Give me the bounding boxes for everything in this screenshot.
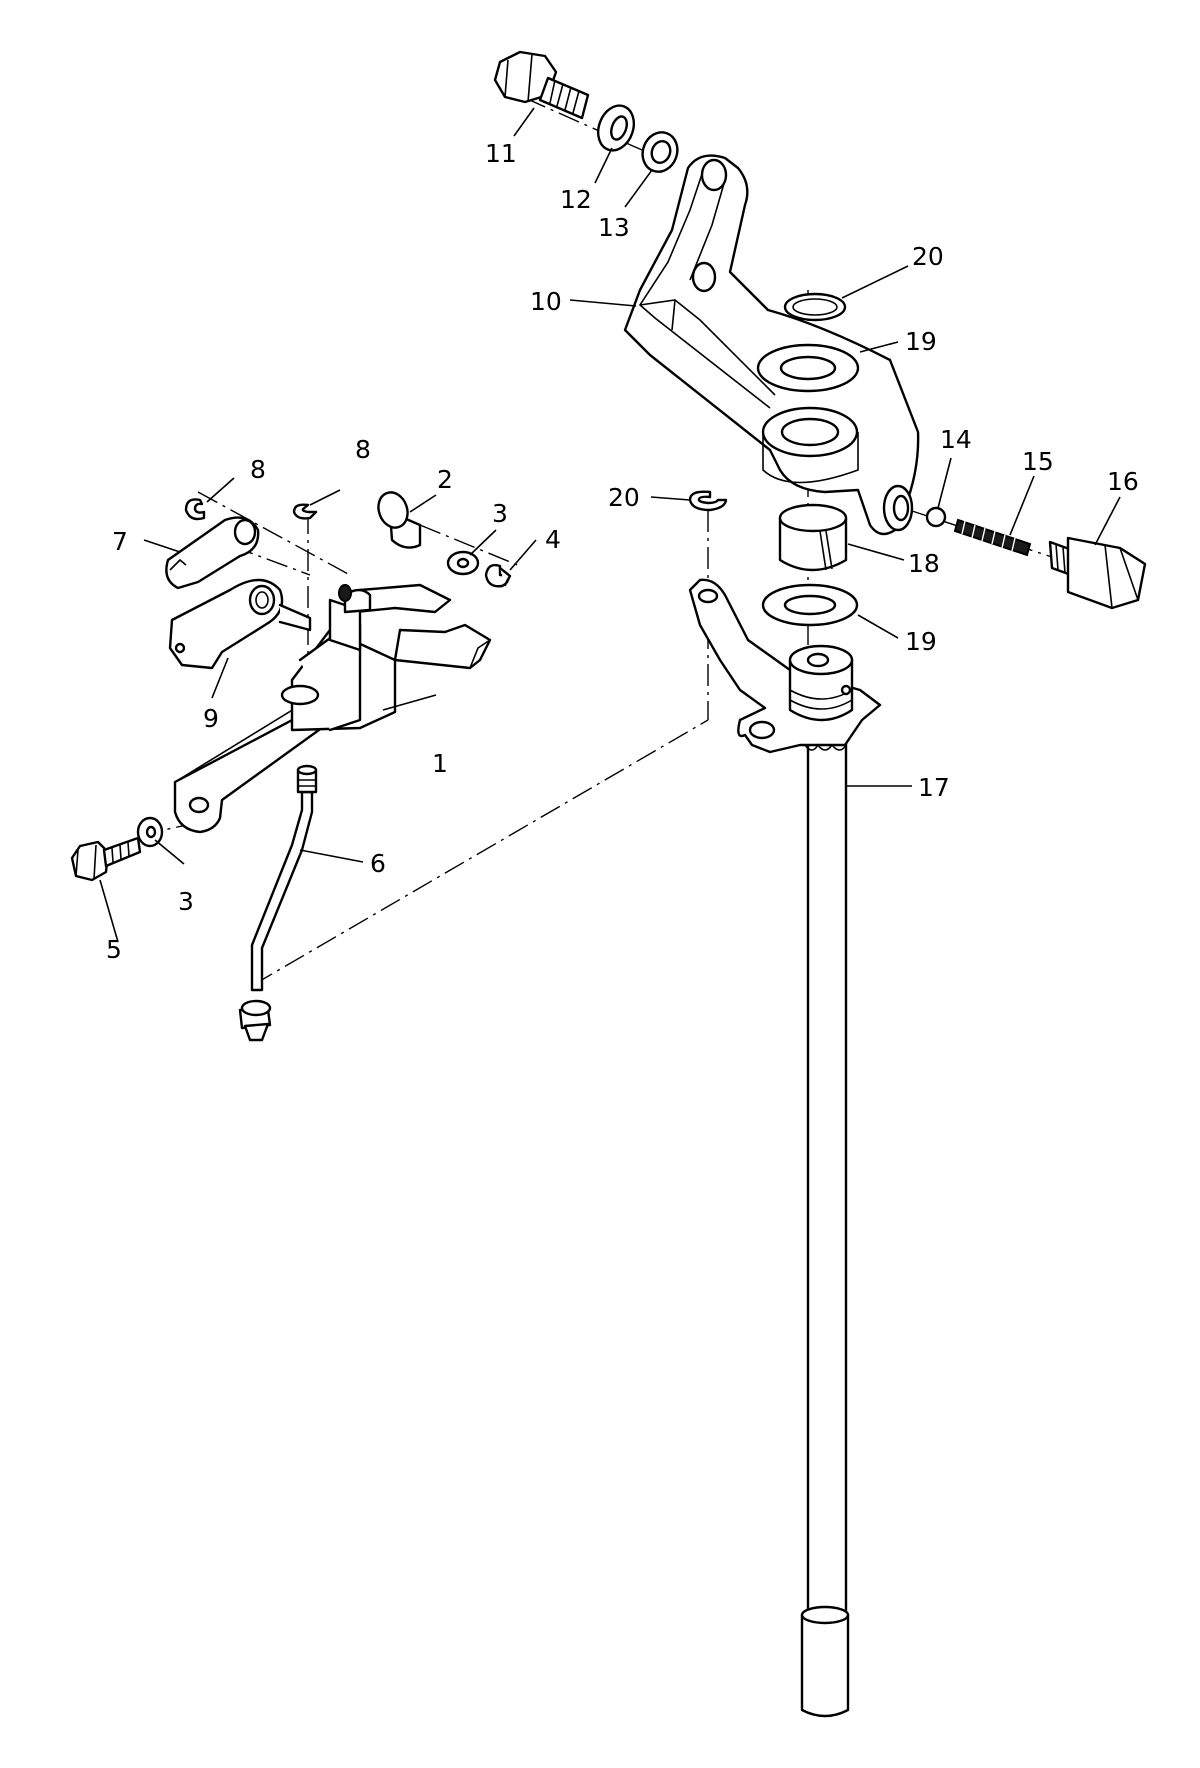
callout-11: 11 (485, 139, 517, 168)
callout-15: 15 (1022, 447, 1054, 476)
part-5-bolt (70, 836, 142, 882)
callout-5: 5 (106, 935, 122, 964)
part-20-snap-ring-lower (688, 490, 728, 512)
part-20-snap-ring-upper (783, 292, 847, 322)
part-2-pin (377, 491, 422, 549)
part-3-washer-lower (136, 816, 164, 848)
callout-8-center: 8 (355, 435, 371, 464)
part-15-spring (953, 518, 1032, 557)
part-7-link-arm (165, 516, 260, 590)
part-10-upper-arm (623, 154, 920, 536)
part-4-clip (484, 563, 512, 588)
part-17-shift-rod (688, 578, 882, 1718)
callout-4: 4 (545, 525, 561, 554)
callout-18: 18 (908, 549, 940, 578)
callout-9: 9 (203, 704, 219, 733)
part-16-plug (1048, 536, 1147, 610)
part-3-washer-upper (446, 550, 480, 576)
part-9-shift-arm (168, 578, 312, 670)
callouts: 1 2 3 3 4 5 6 7 8 8 9 10 11 12 13 14 15 … (106, 139, 1139, 964)
callout-14: 14 (940, 425, 972, 454)
callout-20-lower: 20 (608, 483, 640, 512)
part-8-e-clip-left (184, 498, 206, 521)
callout-3-lower: 3 (178, 887, 194, 916)
callout-19-lower: 19 (905, 627, 937, 656)
callout-13: 13 (598, 213, 630, 242)
callout-19-upper: 19 (905, 327, 937, 356)
callout-3-upper: 3 (492, 499, 508, 528)
callout-12: 12 (560, 185, 592, 214)
part-18-bushing (778, 503, 848, 572)
part-19-thrust-washer-upper (756, 343, 860, 393)
part-12-washer (596, 104, 636, 152)
part-6-link-rod (238, 764, 318, 1042)
part-1-shift-lever (173, 583, 492, 834)
leader-lines (99, 107, 1121, 943)
part-11-bolt (493, 50, 590, 120)
callout-16: 16 (1107, 467, 1139, 496)
callout-8-left: 8 (250, 455, 266, 484)
callout-10: 10 (530, 287, 562, 316)
callout-17: 17 (918, 773, 950, 802)
part-8-e-clip-center (292, 503, 318, 520)
callout-20-upper: 20 (912, 242, 944, 271)
callout-6: 6 (370, 849, 386, 878)
callout-2: 2 (437, 465, 453, 494)
part-14-detent-ball (925, 506, 947, 528)
callout-1: 1 (432, 749, 448, 778)
part-19-thrust-washer-lower (761, 583, 859, 627)
callout-7: 7 (112, 527, 128, 556)
part-13-washer (641, 131, 679, 173)
